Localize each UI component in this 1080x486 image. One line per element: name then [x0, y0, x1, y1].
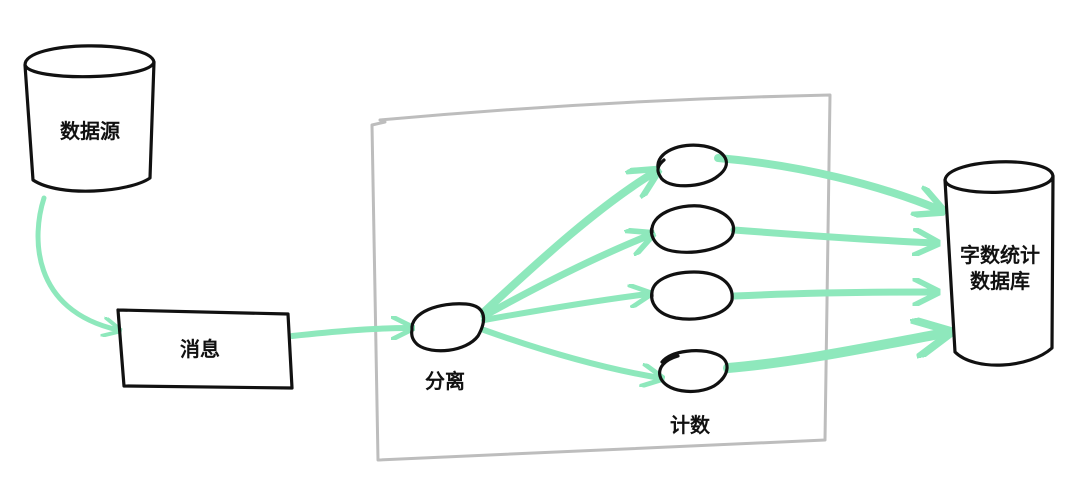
source-label: 数据源 — [60, 119, 120, 143]
target-label-line1: 字数统计 — [960, 243, 1040, 267]
edge-split-to-counter-1 — [480, 172, 655, 316]
ellipse-shape — [410, 302, 486, 353]
cylinder-shape — [23, 44, 156, 193]
edge-counter-3-to-db — [730, 292, 935, 296]
counter-ellipse-4 — [658, 349, 729, 394]
source-node: 数据源 — [23, 44, 156, 193]
edge-message-to-split — [289, 328, 410, 336]
split-node: 分离 — [410, 302, 486, 393]
count-label: 计数 — [670, 413, 711, 437]
count-node: 计数 — [649, 143, 736, 437]
processing-frame — [370, 93, 832, 462]
target-node: 字数统计 数据库 — [943, 160, 1055, 367]
edges — [35, 154, 945, 378]
counter-ellipse-3 — [650, 270, 734, 321]
message-label: 消息 — [180, 337, 220, 361]
counter-ellipse-2 — [649, 204, 736, 254]
rectangle-shape — [116, 308, 294, 390]
counter-ellipse-1 — [656, 143, 728, 188]
split-label: 分离 — [425, 369, 465, 393]
edge-source-to-message — [35, 195, 118, 330]
edge-counter-1-to-db — [714, 154, 940, 210]
edge-split-to-counter-3 — [481, 294, 648, 323]
edge-counter-4-to-db — [723, 333, 945, 373]
cylinder-shape — [943, 160, 1055, 367]
target-label-line2: 数据库 — [970, 269, 1030, 293]
edge-counter-2-to-db — [730, 226, 935, 243]
edge-split-to-counter-4 — [481, 327, 660, 378]
edge-split-to-counter-2 — [480, 235, 650, 320]
message-node: 消息 — [116, 308, 294, 390]
